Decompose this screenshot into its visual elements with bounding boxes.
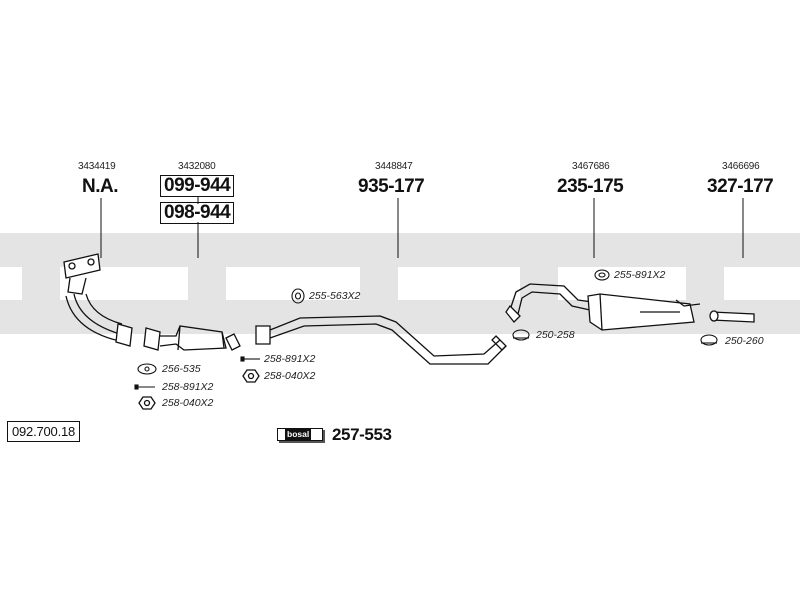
rubber-ring-icon: [594, 269, 610, 281]
product-code-boxed: 099-944: [160, 175, 235, 197]
rear-muffler: [505, 283, 701, 331]
rubber-mount-icon: [291, 288, 305, 304]
catalytic-converter: [143, 325, 241, 351]
bolt-icon: [240, 356, 260, 362]
nut-icon: [138, 396, 156, 410]
product-code: N.A.: [82, 176, 119, 197]
accessory-label: 250-258: [536, 329, 575, 341]
gasket-icon: [137, 363, 157, 375]
part-number: 3448847: [375, 161, 413, 172]
bolt-icon: [134, 384, 155, 390]
front-pipe: [63, 253, 133, 347]
brand-badge-text: bosal: [285, 429, 312, 440]
brand-badge: bosal: [277, 428, 323, 441]
accessory-label: 258-891X2: [162, 381, 214, 393]
accessory-label: 250-260: [725, 335, 764, 347]
product-code: 235-175: [557, 176, 624, 197]
product-code: 935-177: [358, 176, 425, 197]
accessory-label: 258-040X2: [162, 397, 214, 409]
part-number: 3466696: [722, 161, 760, 172]
accessory-label: 256-535: [162, 363, 201, 375]
reference-number: 092.700.18: [7, 421, 81, 442]
nut-icon: [242, 369, 260, 383]
clamp-icon: [512, 329, 530, 341]
accessory-label: 255-891X2: [614, 269, 666, 281]
middle-pipe: [255, 315, 507, 365]
part-number: 3467686: [572, 161, 610, 172]
brand-kit-code: 257-553: [332, 425, 392, 444]
accessory-label: 258-891X2: [264, 353, 316, 365]
tail-pipe: [709, 310, 755, 323]
product-code: 327-177: [707, 176, 774, 197]
product-code-boxed: 098-944: [160, 202, 235, 224]
accessory-label: 258-040X2: [264, 370, 316, 382]
clamp-icon: [700, 334, 718, 346]
part-number: 3432080: [178, 161, 216, 172]
accessory-label: 255-563X2: [309, 290, 361, 302]
part-number: 3434419: [78, 161, 116, 172]
